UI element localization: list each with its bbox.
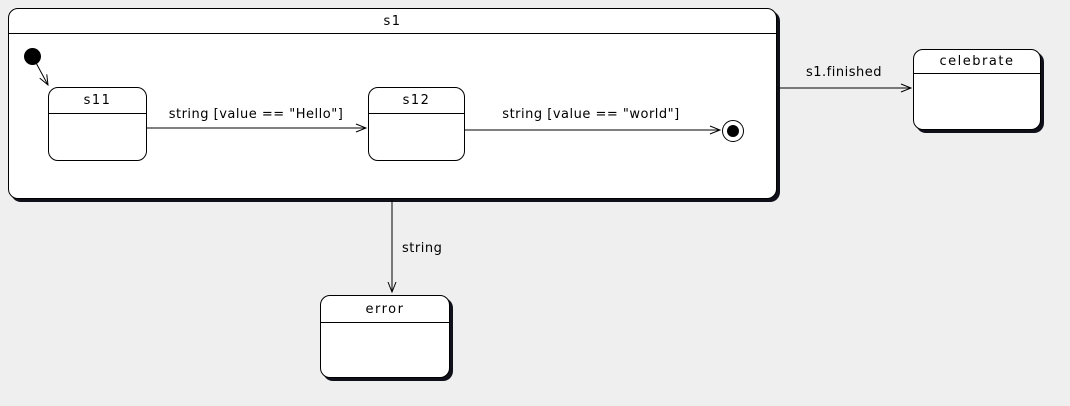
transition-label-s1-to-celebrate[interactable]: s1.finished (806, 65, 882, 80)
state-celebrate[interactable]: celebrate (913, 49, 1041, 130)
state-s12-title: s12 (369, 88, 464, 114)
state-s11-title: s11 (49, 88, 146, 114)
transition-label-s12-to-final[interactable]: string [value == "world"] (502, 107, 680, 122)
state-celebrate-title: celebrate (914, 50, 1040, 74)
state-error[interactable]: error (320, 295, 450, 378)
state-s11[interactable]: s11 (48, 87, 147, 161)
final-state-icon[interactable] (722, 120, 744, 142)
state-s1-title: s1 (9, 9, 776, 34)
final-state-inner-dot (727, 125, 739, 137)
transition-label-s1-to-error[interactable]: string (402, 241, 443, 256)
transition-label-s11-to-s12[interactable]: string [value == "Hello"] (168, 107, 344, 122)
state-error-title: error (321, 296, 449, 323)
initial-state-icon[interactable] (24, 48, 41, 65)
state-s1[interactable]: s1 s11 s12 (8, 8, 777, 199)
state-s12[interactable]: s12 (368, 87, 465, 161)
